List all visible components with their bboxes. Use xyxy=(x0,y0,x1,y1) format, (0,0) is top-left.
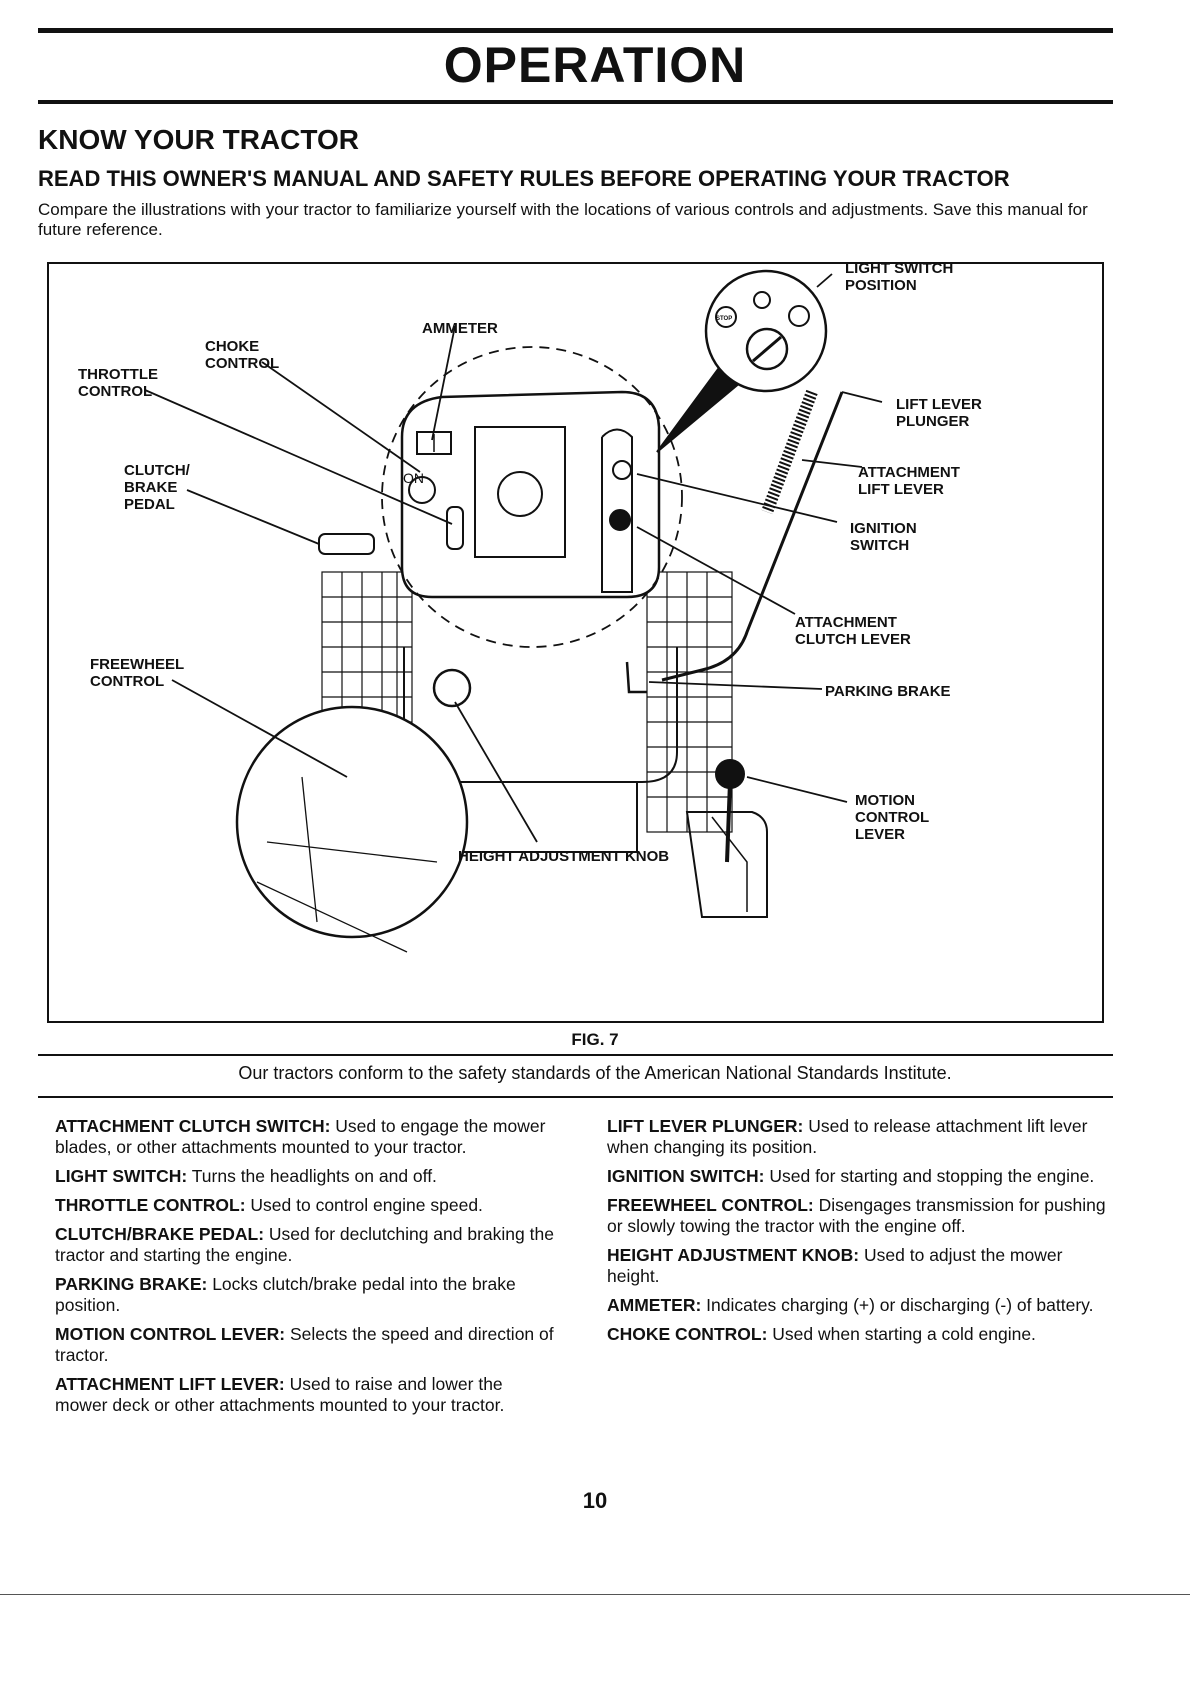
description-text: Turns the headlights on and off. xyxy=(191,1166,437,1186)
attachment-clutch-bracket xyxy=(601,428,633,593)
clutch-brake-pedal-icon xyxy=(318,533,375,555)
engine-icon xyxy=(788,305,810,327)
description-term: CLUTCH/BRAKE PEDAL: xyxy=(55,1224,265,1244)
label-attachment-clutch-lever: ATTACHMENT CLUTCH LEVER xyxy=(795,614,911,648)
motion-control-lever xyxy=(725,781,732,863)
description-item: HEIGHT ADJUSTMENT KNOB: Used to adjust t… xyxy=(607,1245,1112,1287)
motion-control-knob-icon xyxy=(715,759,745,789)
attachment-lift-lever xyxy=(661,391,844,682)
label-motion-control-lever: MOTION CONTROL LEVER xyxy=(855,792,930,843)
lift-lever-grip xyxy=(761,389,818,515)
label-clutch-brake-pedal: CLUTCH/ BRAKE PEDAL xyxy=(124,462,190,513)
label-light-switch-position: LIGHT SWITCH POSITION xyxy=(845,260,954,294)
label-attachment-lift-lever: ATTACHMENT LIFT LEVER xyxy=(858,464,960,498)
description-term: LIGHT SWITCH: xyxy=(55,1166,188,1186)
description-text: Used to adjust the mower height. xyxy=(607,1245,1063,1286)
title-rule xyxy=(38,100,1113,104)
headlight-icon xyxy=(753,291,771,309)
description-item: IGNITION SWITCH: Used for starting and s… xyxy=(607,1166,1112,1187)
description-term: AMMETER: xyxy=(607,1295,702,1315)
height-adjustment-knob-icon xyxy=(432,668,472,708)
description-text: Used when starting a cold engine. xyxy=(772,1324,1036,1344)
label-lift-lever-plunger: LIFT LEVER PLUNGER xyxy=(896,396,982,430)
caption-rule xyxy=(38,1054,1113,1056)
description-item: AMMETER: Indicates charging (+) or disch… xyxy=(607,1295,1112,1316)
light-switch-detail-circle xyxy=(704,269,828,393)
motion-control-gate xyxy=(685,811,768,918)
label-height-adjustment-knob: HEIGHT ADJUSTMENT KNOB xyxy=(458,848,670,865)
page-number: 10 xyxy=(582,1488,608,1513)
description-text: Used to raise and lower the mower deck o… xyxy=(55,1374,505,1415)
ignition-switch-icon xyxy=(612,460,632,480)
description-term: THROTTLE CONTROL: xyxy=(55,1195,246,1215)
description-text: Used to control engine speed. xyxy=(250,1195,483,1215)
description-text: Used for starting and stopping the engin… xyxy=(769,1166,1095,1186)
description-item: THROTTLE CONTROL: Used to control engine… xyxy=(55,1195,560,1216)
center-gauge xyxy=(497,471,543,517)
description-item: LIFT LEVER PLUNGER: Used to release atta… xyxy=(607,1116,1112,1158)
page-title: OPERATION xyxy=(443,37,747,93)
descriptions-right-column: LIFT LEVER PLUNGER: Used to release atta… xyxy=(607,1116,1112,1353)
description-term: HEIGHT ADJUSTMENT KNOB: xyxy=(607,1245,860,1265)
description-term: FREEWHEEL CONTROL: xyxy=(607,1195,814,1215)
description-text: Used to release attachment lift lever wh… xyxy=(607,1116,1088,1157)
description-item: ATTACHMENT CLUTCH SWITCH: Used to engage… xyxy=(55,1116,560,1158)
standards-note: Our tractors conform to the safety stand… xyxy=(238,1063,952,1083)
description-item: CHOKE CONTROL: Used when starting a cold… xyxy=(607,1324,1112,1345)
label-ammeter: AMMETER xyxy=(422,320,498,337)
center-panel xyxy=(474,426,566,558)
description-text: Locks clutch/brake pedal into the brake … xyxy=(55,1274,516,1315)
description-item: CLUTCH/BRAKE PEDAL: Used for declutching… xyxy=(55,1224,560,1266)
description-item: PARKING BRAKE: Locks clutch/brake pedal … xyxy=(55,1274,560,1316)
panel-mark-stop: STOP xyxy=(716,316,733,322)
figure-caption: FIG. 7 xyxy=(571,1030,619,1049)
choke-knob-icon xyxy=(408,476,436,504)
leader-lines xyxy=(144,273,883,843)
label-throttle-control: THROTTLE CONTROL xyxy=(78,366,158,400)
parking-brake-lever xyxy=(625,661,647,694)
description-term: LIFT LEVER PLUNGER: xyxy=(607,1116,804,1136)
description-text: Selects the speed and direction of tract… xyxy=(55,1324,554,1365)
top-rule xyxy=(38,28,1113,33)
attachment-clutch-knob-icon xyxy=(609,509,631,531)
description-text: Used to engage the mower blades, or othe… xyxy=(55,1116,546,1157)
section-subheading: READ THIS OWNER'S MANUAL AND SAFETY RULE… xyxy=(38,166,1010,191)
description-item: FREEWHEEL CONTROL: Disengages transmissi… xyxy=(607,1195,1112,1237)
throttle-lever-icon xyxy=(446,506,464,550)
dashboard-detail-outline xyxy=(381,346,683,648)
light-switch-knob-icon xyxy=(745,327,789,371)
stop-icon xyxy=(715,306,737,328)
label-parking-brake: PARKING BRAKE xyxy=(825,683,951,700)
label-ignition-switch: IGNITION SWITCH xyxy=(850,520,917,554)
tractor-controls-illustration xyxy=(144,269,883,953)
description-text: Disengages transmission for pushing or s… xyxy=(607,1195,1106,1236)
dashboard-outline xyxy=(400,390,661,599)
descriptions-left-column: ATTACHMENT CLUTCH SWITCH: Used to engage… xyxy=(55,1116,560,1424)
description-term: PARKING BRAKE: xyxy=(55,1274,208,1294)
intro-paragraph: Compare the illustrations with your trac… xyxy=(38,200,1088,239)
description-term: CHOKE CONTROL: xyxy=(607,1324,768,1344)
figure-frame xyxy=(47,262,1104,1023)
description-text: Indicates charging (+) or discharging (-… xyxy=(706,1295,1094,1315)
description-item: LIGHT SWITCH: Turns the headlights on an… xyxy=(55,1166,560,1187)
description-text: Used for declutching and braking the tra… xyxy=(55,1224,554,1265)
freewheel-detail-circle xyxy=(235,705,469,939)
label-choke-control: CHOKE CONTROL xyxy=(205,338,280,372)
section-heading: KNOW YOUR TRACTOR xyxy=(38,124,359,155)
note-rule xyxy=(38,1096,1113,1098)
description-item: ATTACHMENT LIFT LEVER: Used to raise and… xyxy=(55,1374,560,1416)
right-grille xyxy=(646,571,733,833)
description-term: MOTION CONTROL LEVER: xyxy=(55,1324,286,1344)
description-term: IGNITION SWITCH: xyxy=(607,1166,765,1186)
panel-mark-on: ON xyxy=(403,470,424,486)
description-term: ATTACHMENT LIFT LEVER: xyxy=(55,1374,285,1394)
bottom-rule xyxy=(0,1594,1190,1595)
description-item: MOTION CONTROL LEVER: Selects the speed … xyxy=(55,1324,560,1366)
label-freewheel-control: FREEWHEEL CONTROL xyxy=(90,656,185,690)
description-term: ATTACHMENT CLUTCH SWITCH: xyxy=(55,1116,331,1136)
